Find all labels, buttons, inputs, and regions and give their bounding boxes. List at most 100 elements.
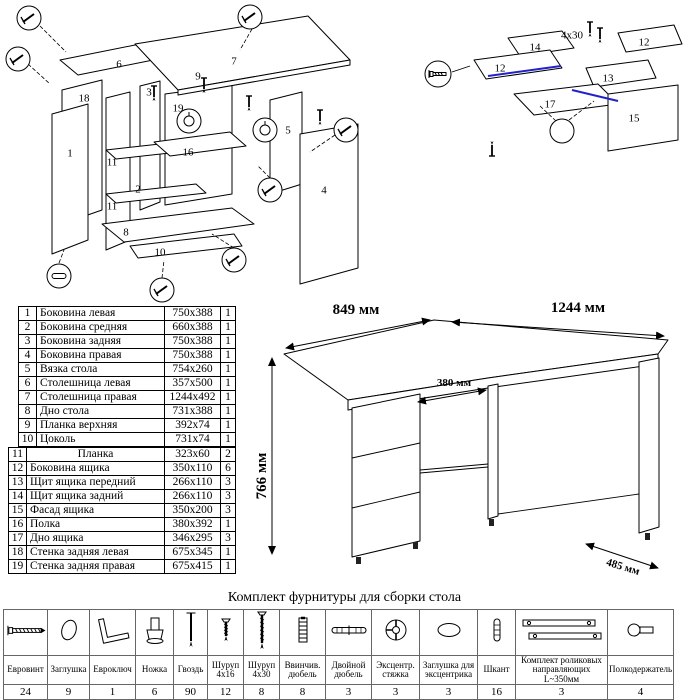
part-qty: 1 <box>220 545 236 560</box>
part-number: 14 <box>8 489 27 504</box>
part-qty: 1 <box>220 390 236 405</box>
groove-highlight-line <box>487 65 562 77</box>
hardware-name: Заглушка для эксцентрика <box>419 654 478 686</box>
hardware-qty: 8 <box>243 684 280 700</box>
part-number: 19 <box>8 559 27 574</box>
part-size: 346x295 <box>164 531 221 546</box>
part-label-6: 6 <box>116 59 122 71</box>
part-qty: 1 <box>220 517 236 532</box>
part-number: 3 <box>18 334 37 349</box>
part-size: 350x200 <box>164 503 221 518</box>
screw-callout-icon <box>333 117 359 143</box>
hardware-qty: 1 <box>89 684 136 700</box>
part-label-11a: 11 <box>107 157 118 169</box>
hardware-name: Ножка <box>135 654 174 686</box>
panel-drawer-facade-15 <box>607 84 679 152</box>
part-name: Цоколь <box>36 432 165 447</box>
part-name: Стенка задняя левая <box>26 545 165 560</box>
part-qty: 6 <box>220 461 236 476</box>
screw-callout-icon <box>221 247 247 273</box>
leg-icon <box>142 617 168 649</box>
part-number: 12 <box>8 461 27 476</box>
part-number: 6 <box>18 376 37 391</box>
part-size: 750x388 <box>164 306 221 321</box>
dimension-arrow-849 <box>285 317 431 351</box>
part-name: Вязка стола <box>36 362 165 377</box>
part-label-12a: 12 <box>639 37 650 49</box>
part-size: 750x388 <box>164 348 221 363</box>
leader-line <box>211 233 235 249</box>
threaded-dowel-icon <box>294 616 312 649</box>
part-size: 266x110 <box>164 475 221 490</box>
part-number: 2 <box>18 320 37 335</box>
part-size: 392x74 <box>164 418 221 433</box>
part-qty: 1 <box>220 559 236 574</box>
part-qty: 3 <box>220 503 236 518</box>
part-number: 5 <box>18 362 37 377</box>
part-size: 675x415 <box>164 559 221 574</box>
hardware-icons-row <box>3 609 675 656</box>
part-label-3: 3 <box>146 87 152 99</box>
screw-callout-icon <box>5 46 31 72</box>
part-size: 266x110 <box>164 489 221 504</box>
hardware-qty: 3 <box>515 684 608 700</box>
panel-drawer-front-13 <box>585 59 657 88</box>
hardware-icon-cell <box>515 609 608 656</box>
part-number: 8 <box>18 404 37 419</box>
hardware-name: Гвоздь <box>173 654 208 686</box>
dimension-label-766: 766 мм <box>256 453 270 500</box>
part-size: 357x500 <box>164 376 221 391</box>
part-number: 18 <box>8 545 27 560</box>
roller-guides-icon <box>519 619 605 651</box>
dimension-label-485: 485 мм <box>605 556 642 578</box>
drawer-assembly-diagram: 12 14 12 13 17 15 4x30 <box>424 21 683 157</box>
part-name: Планка верхняя <box>36 418 165 433</box>
desk-leg <box>645 533 650 540</box>
part-name: Столешница левая <box>36 376 165 391</box>
screw-icon <box>586 21 594 38</box>
part-name: Столешница правая <box>36 390 165 405</box>
part-size: 754x260 <box>164 362 221 377</box>
part-name: Щит ящика передний <box>26 475 165 490</box>
part-number: 11 <box>8 447 27 462</box>
part-name: Дно ящика <box>26 531 165 546</box>
hardware-icon-cell <box>47 609 90 656</box>
hardware-qty: 3 <box>419 684 478 700</box>
hardware-name: Шуруп 4x16 <box>207 654 244 686</box>
part-name: Планка <box>26 447 165 462</box>
panel-drawer-side-12a <box>617 24 683 53</box>
screw-icon <box>316 109 324 126</box>
leader-line <box>539 105 557 122</box>
part-label-14: 14 <box>530 42 542 54</box>
part-qty: 1 <box>220 320 236 335</box>
panel-drawer-back-14 <box>507 30 575 57</box>
hardware-icon-cell <box>325 609 372 656</box>
part-qty: 3 <box>220 489 236 504</box>
part-label-8: 8 <box>123 227 129 239</box>
dowel-callout-icon <box>46 263 72 289</box>
nail-icon <box>184 612 198 654</box>
part-label-12b: 12 <box>495 63 506 75</box>
euro-screw-callout-icon <box>424 60 452 88</box>
hardware-icon-cell <box>207 609 244 656</box>
part-label-17: 17 <box>545 99 557 111</box>
leader-line <box>451 65 471 73</box>
hardware-qty: 24 <box>3 684 48 700</box>
part-qty: 2 <box>220 447 236 462</box>
part-label-9: 9 <box>195 71 201 83</box>
double-dowel-icon <box>329 624 369 641</box>
leader-line <box>27 63 51 85</box>
leader-line <box>257 165 271 179</box>
screw-size-label: 4x30 <box>561 30 584 42</box>
part-number: 7 <box>18 390 37 405</box>
